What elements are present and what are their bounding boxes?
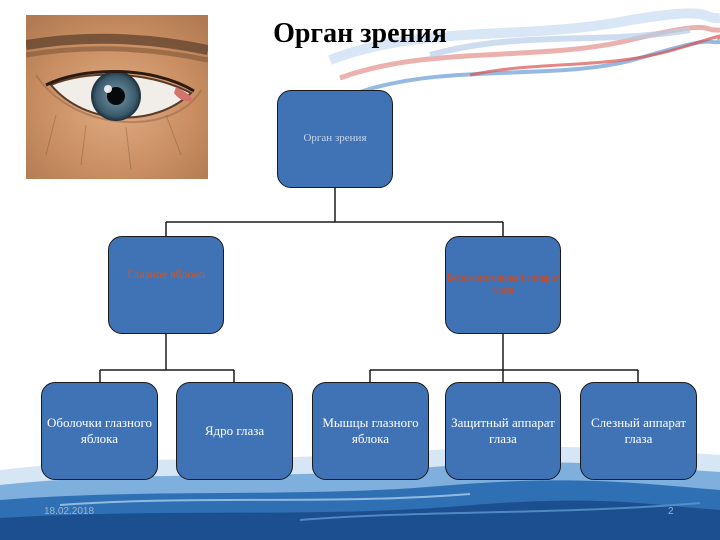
node-protective-apparatus: Защитный аппарат глаза bbox=[445, 382, 561, 480]
node-root: Орган зрения bbox=[277, 90, 393, 188]
slide-title: Орган зрения bbox=[273, 18, 447, 49]
node-auxiliary-apparatus-label: Вспомогательный аппарат глаза bbox=[446, 272, 560, 297]
node-eyeball-label: Глазное яблоко bbox=[127, 267, 205, 281]
footer-page-number: 2 bbox=[668, 506, 674, 517]
leaf-label: Слезный аппарат глаза bbox=[590, 414, 687, 446]
leaf-label: Мышцы глазного яблока bbox=[322, 414, 419, 446]
leaf-label: Ядро глаза bbox=[204, 422, 265, 438]
node-eyeball: Глазное яблоко bbox=[108, 236, 224, 334]
node-root-label: Орган зрения bbox=[303, 132, 367, 145]
node-eyeball-membranes: Оболочки глазного яблока bbox=[41, 382, 158, 480]
node-auxiliary-apparatus: Вспомогательный аппарат глаза bbox=[445, 236, 561, 334]
node-lacrimal-apparatus: Слезный аппарат глаза bbox=[580, 382, 697, 480]
footer-date: 18.02.2018 bbox=[44, 506, 95, 517]
node-eye-nucleus: Ядро глаза bbox=[176, 382, 293, 480]
eye-photo bbox=[26, 15, 208, 179]
leaf-label: Оболочки глазного яблока bbox=[46, 414, 153, 446]
leaf-label: Защитный аппарат глаза bbox=[451, 414, 555, 446]
node-eyeball-muscles: Мышцы глазного яблока bbox=[312, 382, 429, 480]
